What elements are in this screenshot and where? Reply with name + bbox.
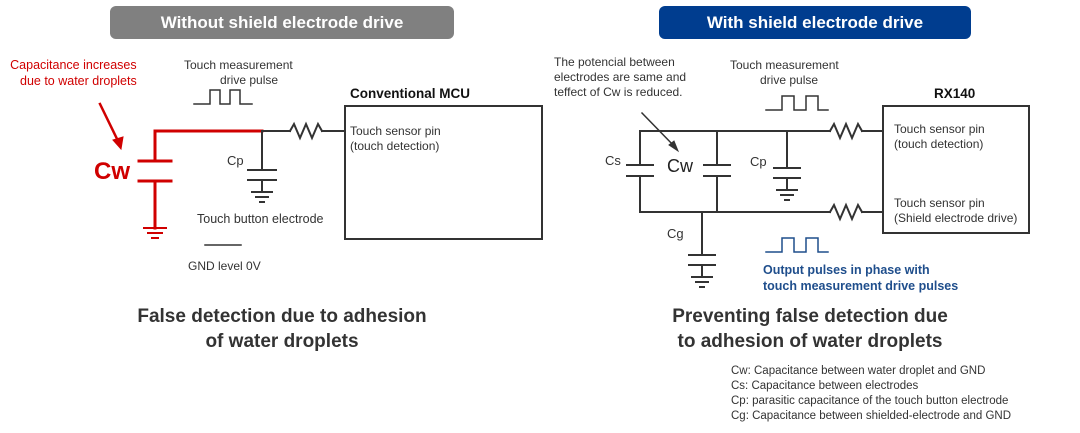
right-output-line1: Output pulses in phase with [763, 263, 930, 277]
right-cs-label: Cs [605, 153, 621, 168]
right-output-label: Output pulses in phase with touch measur… [763, 263, 958, 294]
right-cg-capacitor [688, 254, 716, 266]
right-output-pulse [765, 237, 829, 253]
left-red-note-line1: Capacitance increases [10, 58, 137, 72]
left-red-note-line2: due to water droplets [20, 73, 137, 88]
right-mcu-box [882, 105, 1030, 234]
right-note-arrowhead [668, 140, 680, 153]
left-red-note: Capacitance increases due to water dropl… [10, 58, 137, 89]
right-drive-pulse [765, 95, 829, 111]
left-gnd-label: GND level 0V [188, 259, 261, 273]
right-note: The potencial between electrodes are sam… [554, 55, 686, 100]
left-red-arrowhead [112, 136, 124, 151]
left-pulse-label-line1: Touch measurement [184, 58, 293, 72]
right-caption: Preventing false detection due to adhesi… [640, 305, 980, 354]
left-resistor [288, 121, 324, 141]
left-pin-line2: (touch detection) [350, 139, 440, 153]
right-cp-capacitor [773, 167, 801, 179]
left-cp-capacitor [247, 169, 277, 181]
right-caption-line1: Preventing false detection due [672, 306, 948, 327]
right-caption-line2: to adhesion of water droplets [677, 330, 943, 352]
right-pin2-line2: (Shield electrode drive) [894, 211, 1018, 225]
left-caption-line2: of water droplets [205, 330, 359, 352]
left-caption-line1: False detection due to adhesion [137, 306, 427, 327]
left-cw-ground-icon [143, 227, 167, 239]
legend-cp: Cp: parasitic capacitance of the touch b… [731, 395, 1009, 407]
left-caption: False detection due to adhesion of water… [100, 305, 464, 354]
right-cs-capacitor [626, 164, 654, 177]
right-pin2-line1: Touch sensor pin [894, 196, 985, 210]
legend-cg: Cg: Capacitance between shielded-electro… [731, 410, 1011, 422]
right-pin1-line1: Touch sensor pin [894, 122, 985, 136]
left-mcu-title: Conventional MCU [350, 86, 470, 101]
left-drive-pulse [193, 89, 253, 105]
right-pin1-label: Touch sensor pin (touch detection) [894, 122, 985, 152]
right-cp-ground-icon [776, 189, 798, 201]
left-banner: Without shield electrode drive [110, 6, 454, 39]
left-pin-line1: Touch sensor pin [350, 124, 441, 138]
right-pin1-line2: (touch detection) [894, 137, 984, 151]
right-resistor-1 [828, 121, 864, 141]
right-note-line1: The potencial between [554, 55, 675, 69]
left-electrode-label: Touch button electrode [197, 212, 324, 226]
legend-cs: Cs: Capacitance between electrodes [731, 380, 919, 392]
right-pin2-label: Touch sensor pin (Shield electrode drive… [894, 196, 1017, 226]
right-cg-label: Cg [667, 226, 684, 241]
legend-cw: Cw: Capacitance between water droplet an… [731, 365, 986, 377]
left-red-arrow [98, 102, 121, 145]
right-note-arrow [640, 111, 677, 149]
right-pulse-label-line2: drive pulse [760, 73, 819, 87]
right-resistor-2 [828, 202, 864, 222]
right-pulse-label-line1: Touch measurement [730, 58, 839, 72]
left-pulse-label-line2: drive pulse [220, 73, 279, 87]
right-output-line2: touch measurement drive pulses [763, 278, 959, 293]
right-note-line2: electrodes are same and [554, 70, 687, 84]
right-cp-label: Cp [750, 154, 767, 169]
right-cw-capacitor [703, 164, 731, 177]
right-note-line3: teffect of Cw is reduced. [554, 85, 683, 99]
left-cp-label: Cp [227, 153, 244, 168]
right-cw-label: Cw [667, 156, 693, 176]
left-pin-label: Touch sensor pin (touch detection) [350, 124, 441, 154]
left-cp-ground-icon [251, 191, 273, 203]
right-pulse-label: Touch measurement drive pulse [730, 58, 839, 88]
left-cw-label: Cw [94, 158, 130, 185]
right-cg-ground-icon [691, 276, 713, 288]
left-mcu-box [344, 105, 543, 240]
right-banner: With shield electrode drive [659, 6, 971, 39]
right-mcu-title: RX140 [934, 86, 976, 101]
left-pulse-label: Touch measurement drive pulse [184, 58, 293, 88]
left-cw-capacitor [137, 159, 173, 183]
